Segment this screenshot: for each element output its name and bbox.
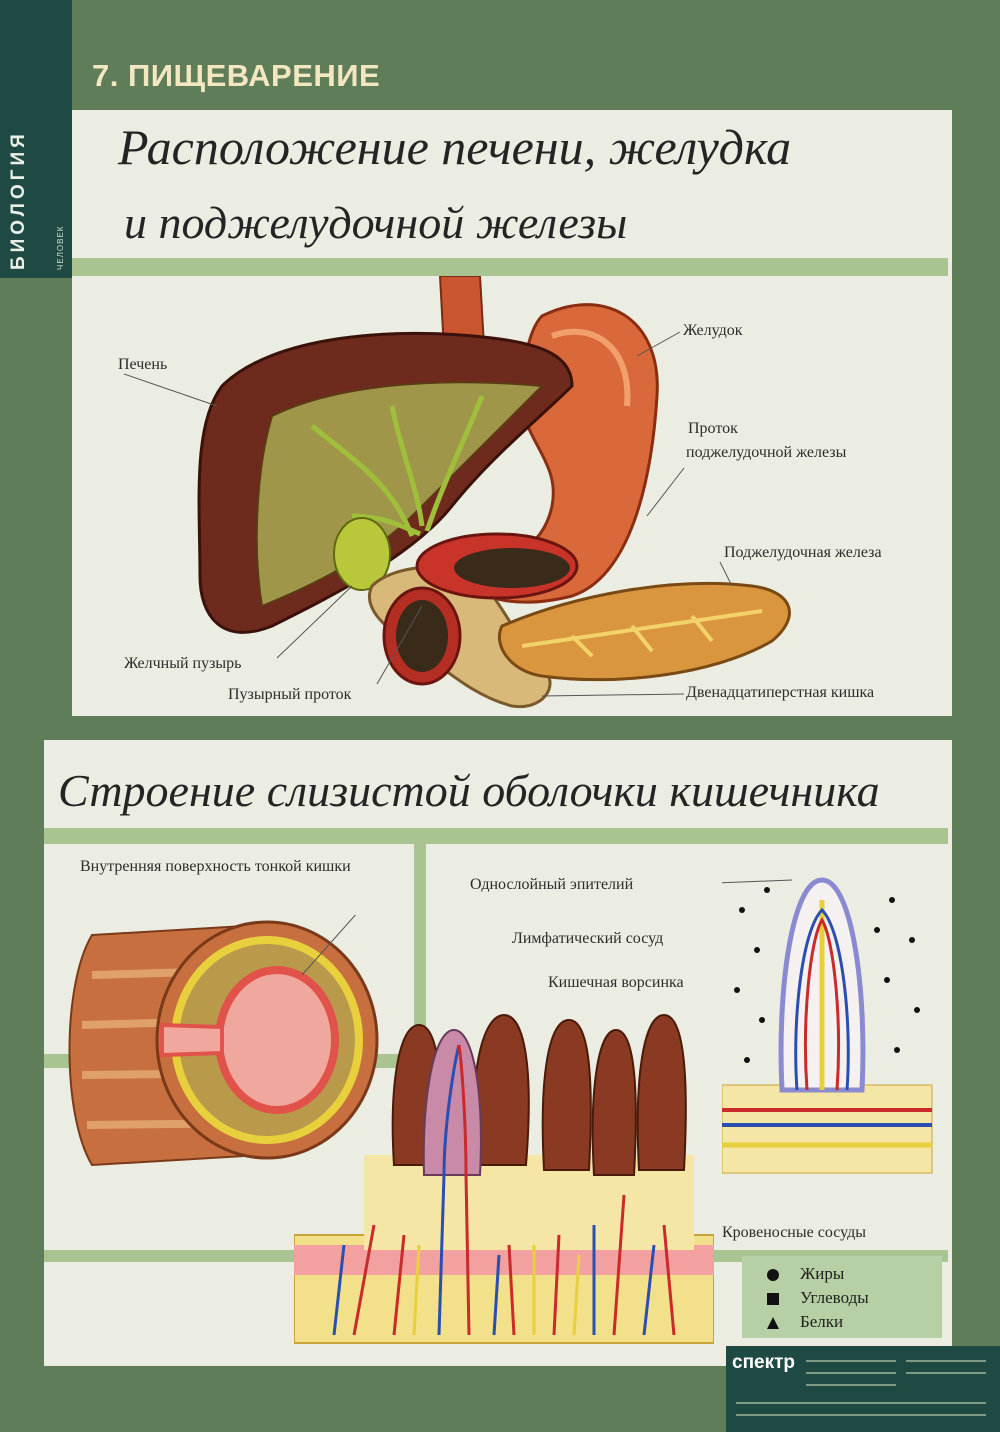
label-blood-vessels: Кровеносные сосуды bbox=[722, 1224, 866, 1241]
triangle-icon bbox=[766, 1316, 780, 1335]
footer-fineprint bbox=[736, 1414, 986, 1416]
subject-sublabel: ЧЕЛОВЕК bbox=[56, 225, 65, 270]
organs-illustration bbox=[123, 276, 791, 709]
label-villus: Кишечная ворсинка bbox=[548, 974, 684, 991]
label-gallbladder: Желчный пузырь bbox=[124, 655, 242, 672]
footer-fineprint bbox=[806, 1384, 896, 1386]
footer-fineprint bbox=[736, 1402, 986, 1404]
section2-title: Строение слизистой оболочки кишечника bbox=[58, 765, 880, 816]
pancreas-shape bbox=[497, 581, 791, 682]
footer-fineprint bbox=[806, 1360, 896, 1362]
label-lymph-vessel: Лимфатический сосуд bbox=[512, 930, 664, 947]
title-band bbox=[72, 258, 948, 276]
publisher-logo: спектр bbox=[732, 1352, 796, 1373]
label-epithelium: Однослойный эпителий bbox=[470, 876, 634, 893]
footer-fineprint bbox=[906, 1372, 986, 1374]
label-stomach: Желудок bbox=[683, 322, 743, 339]
legend-fats: Жиры bbox=[800, 1264, 845, 1283]
square-icon bbox=[766, 1292, 780, 1311]
dot-icon bbox=[766, 1268, 780, 1287]
legend: Жиры Углеводы Белки bbox=[742, 1256, 942, 1338]
villus-detail bbox=[722, 877, 933, 1174]
label-pancreatic-duct-line1: Проток bbox=[688, 420, 738, 437]
gallbladder-shape bbox=[333, 517, 391, 591]
subject-label: БИОЛОГИЯ bbox=[8, 130, 29, 270]
label-pancreatic-duct-line2: поджелудочной железы bbox=[686, 444, 847, 461]
label-duodenum: Двенадцатиперстная кишка bbox=[686, 684, 875, 701]
divider-vertical bbox=[414, 844, 426, 1054]
legend-carbs: Углеводы bbox=[800, 1288, 869, 1307]
subject-tab bbox=[0, 0, 72, 278]
footer-fineprint bbox=[806, 1372, 896, 1374]
label-inner-surface: Внутренняя поверхность тонкой кишки bbox=[80, 858, 351, 875]
page-title: 7. ПИЩЕВАРЕНИЕ bbox=[92, 58, 381, 93]
villi-illustration bbox=[294, 1013, 714, 1344]
footer-fineprint bbox=[906, 1360, 986, 1362]
label-liver: Печень bbox=[118, 356, 168, 373]
label-pancreas: Поджелудочная железа bbox=[724, 544, 882, 561]
section1-title-line2: и поджелудочной железы bbox=[124, 197, 628, 248]
publisher-footer: спектр bbox=[726, 1346, 1000, 1432]
label-cystic-duct: Пузырный проток bbox=[228, 686, 352, 703]
section1-title-line1: Расположение печени, желудка bbox=[118, 119, 792, 175]
title-band-2 bbox=[44, 828, 948, 844]
intestine-cross-section bbox=[68, 915, 379, 1167]
legend-proteins: Белки bbox=[800, 1312, 844, 1331]
